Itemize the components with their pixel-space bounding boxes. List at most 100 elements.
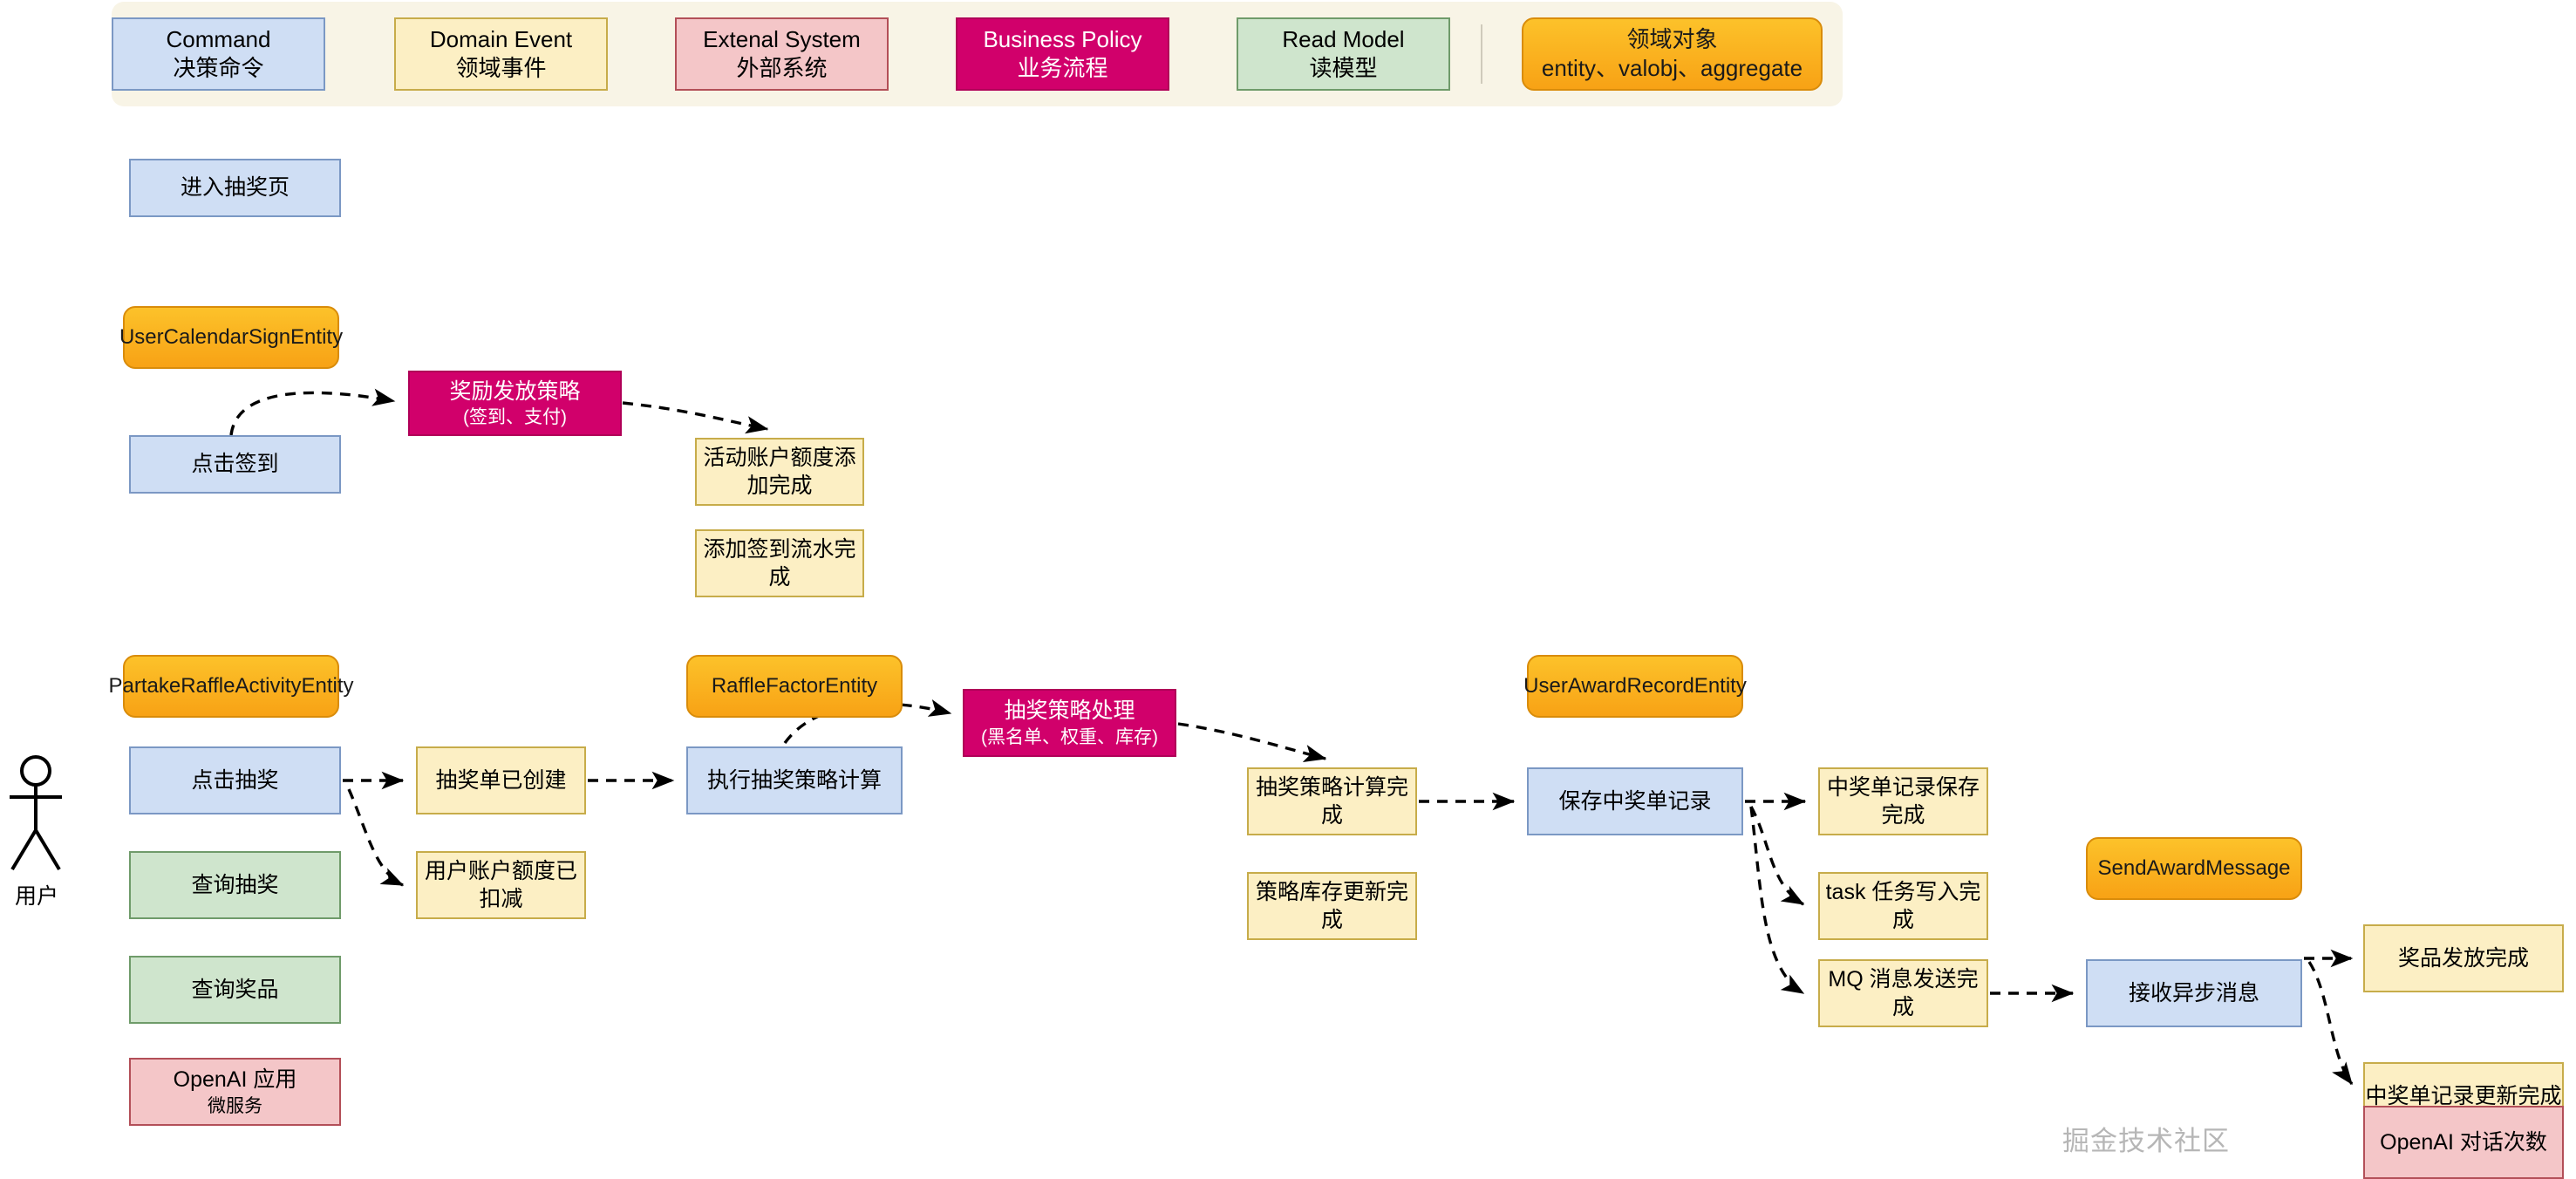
node-label: UserAwardRecordEntity: [1523, 674, 1747, 699]
legend-item-domain-object: 领域对象 entity、valobj、aggregate: [1522, 17, 1823, 91]
node-user-award-record-entity[interactable]: UserAwardRecordEntity: [1523, 655, 1747, 718]
legend-item-subtitle: 外部系统: [736, 55, 828, 81]
node-label: 抽奖单已创建: [435, 767, 567, 793]
node-sublabel: (黑名单、权重、库存): [981, 726, 1158, 747]
node-label: OpenAI 对话次数: [2380, 1129, 2547, 1155]
node-text: 用户账户额度已扣减: [418, 857, 584, 914]
node-text: 查询抽奖: [191, 871, 278, 900]
node-label: 奖品发放完成: [2397, 945, 2529, 971]
node-activity-account-quota-added[interactable]: 活动账户额度添加完成: [695, 438, 864, 506]
node-label: 中奖单记录更新完成: [2365, 1083, 2562, 1108]
node-text: 点击签到: [191, 450, 278, 479]
node-strategy-stock-update-done[interactable]: 策略库存更新完成: [1247, 872, 1417, 940]
node-text: 查询奖品: [191, 976, 278, 1005]
node-text: OpenAI 对话次数: [2380, 1128, 2547, 1157]
node-label: 策略库存更新完成: [1255, 879, 1408, 933]
legend-separator: [1481, 24, 1482, 84]
node-sublabel: (签到、支付): [462, 407, 567, 428]
node-label: 活动账户额度添加完成: [703, 445, 856, 499]
connector-save-award-record-to-mq-message-sent: [1749, 806, 1805, 995]
node-receive-async-message[interactable]: 接收异步消息: [2086, 959, 2302, 1027]
node-query-raffle[interactable]: 查询抽奖: [129, 851, 341, 919]
node-label: 点击签到: [191, 452, 279, 477]
node-label: 执行抽奖策略计算: [706, 767, 882, 793]
legend-item-title: Business Policy: [983, 25, 1142, 52]
node-text: 活动账户额度添加完成: [697, 444, 862, 501]
node-text: 抽奖策略计算完成: [1249, 774, 1415, 830]
node-label: MQ 消息发送完成: [1828, 966, 1979, 1020]
node-raffle-order-created[interactable]: 抽奖单已创建: [416, 746, 586, 814]
connector-reward-grant-policy-to-activity-account-quota-added: [622, 401, 769, 434]
node-user-account-quota-deducted[interactable]: 用户账户额度已扣减: [416, 851, 586, 919]
node-label: 进入抽奖页: [180, 175, 290, 201]
node-label: 查询抽奖: [191, 872, 279, 897]
node-label: 点击抽奖: [191, 767, 279, 793]
node-text: 进入抽奖页: [181, 174, 290, 202]
node-text: SendAwardMessage: [2097, 855, 2290, 882]
node-text: 抽奖策略处理(黑名单、权重、库存): [981, 697, 1158, 749]
node-click-sign-in[interactable]: 点击签到: [129, 435, 341, 494]
legend-item-subtitle: entity、valobj、aggregate: [1541, 55, 1803, 81]
connector-click-raffle-to-user-account-quota-deducted: [347, 788, 405, 887]
node-task-written[interactable]: task 任务写入完成: [1818, 872, 1988, 940]
legend-item-title: 领域对象: [1626, 25, 1718, 52]
node-label: 抽奖策略计算完成: [1255, 774, 1408, 828]
node-partake-raffle-activity-entity[interactable]: PartakeRaffleActivityEntity: [109, 655, 354, 718]
node-label: 抽奖策略处理: [1004, 699, 1135, 724]
node-label: 接收异步消息: [2128, 980, 2259, 1005]
node-text: 奖品发放完成: [2398, 944, 2529, 973]
node-send-award-message[interactable]: SendAwardMessage: [2086, 837, 2302, 900]
node-label: 保存中奖单记录: [1558, 788, 1712, 814]
node-raffle-strategy-handling[interactable]: 抽奖策略处理(黑名单、权重、库存): [963, 689, 1176, 757]
node-sign-in-flow-record-added[interactable]: 添加签到流水完成: [695, 529, 864, 597]
node-mq-message-sent[interactable]: MQ 消息发送完成: [1818, 959, 1988, 1027]
node-label: UserCalendarSignEntity: [119, 325, 344, 350]
node-label: RaffleFactorEntity: [711, 674, 878, 699]
node-raffle-factor-entity[interactable]: RaffleFactorEntity: [686, 655, 903, 718]
node-text: 中奖单记录保存完成: [1820, 774, 1987, 830]
node-query-prize[interactable]: 查询奖品: [129, 956, 341, 1024]
node-click-raffle[interactable]: 点击抽奖: [129, 746, 341, 814]
node-text: task 任务写入完成: [1820, 878, 1987, 935]
connector-receive-async-message-to-award-record-updated: [2307, 961, 2354, 1086]
legend-item-title: Read Model: [1282, 25, 1405, 52]
node-text: RaffleFactorEntity: [712, 672, 877, 699]
node-text: MQ 消息发送完成: [1820, 965, 1987, 1022]
node-text: 执行抽奖策略计算: [707, 767, 882, 795]
node-text: UserAwardRecordEntity: [1523, 672, 1747, 699]
node-enter-raffle-page[interactable]: 进入抽奖页: [129, 159, 341, 217]
legend-item-title: Domain Event: [429, 25, 573, 52]
node-label: 奖励发放策略: [449, 378, 581, 404]
legend-item-subtitle: 业务流程: [1017, 55, 1108, 81]
node-raffle-strategy-calc-done[interactable]: 抽奖策略计算完成: [1247, 767, 1417, 835]
node-text: 中奖单记录更新完成: [2365, 1082, 2561, 1111]
node-openai-app-microservice[interactable]: OpenAI 应用微服务: [129, 1058, 341, 1126]
node-label: SendAwardMessage: [2097, 856, 2291, 881]
node-text: 策略库存更新完成: [1249, 878, 1415, 935]
node-user-calendar-sign-entity[interactable]: UserCalendarSignEntity: [119, 306, 343, 369]
node-label: 添加签到流水完成: [703, 536, 856, 590]
node-text: UserCalendarSignEntity: [119, 324, 343, 351]
node-sublabel: 微服务: [207, 1095, 262, 1116]
node-award-record-saved[interactable]: 中奖单记录保存完成: [1818, 767, 1988, 835]
node-reward-grant-policy[interactable]: 奖励发放策略 (签到、支付): [408, 371, 622, 436]
node-text: 添加签到流水完成: [697, 535, 862, 592]
node-execute-raffle-strategy-calc[interactable]: 执行抽奖策略计算: [686, 746, 903, 814]
actor-user-label: 用户: [14, 884, 58, 909]
node-text: 奖励发放策略 (签到、支付): [449, 378, 580, 430]
node-label: 查询奖品: [191, 977, 279, 1002]
node-prize-grant-done[interactable]: 奖品发放完成: [2363, 924, 2564, 992]
watermark: 掘金技术社区: [2062, 1126, 2230, 1156]
node-openai-chat-count[interactable]: OpenAI 对话次数: [2363, 1106, 2564, 1179]
node-label: 用户账户额度已扣减: [424, 858, 577, 912]
node-label: 中奖单记录保存完成: [1826, 774, 1980, 828]
node-text: 抽奖单已创建: [435, 767, 566, 795]
node-text: 点击抽奖: [191, 767, 278, 795]
node-save-award-record[interactable]: 保存中奖单记录: [1527, 767, 1743, 835]
connector-raffle-strategy-handling-to-raffle-strategy-calc-done: [1177, 722, 1327, 762]
